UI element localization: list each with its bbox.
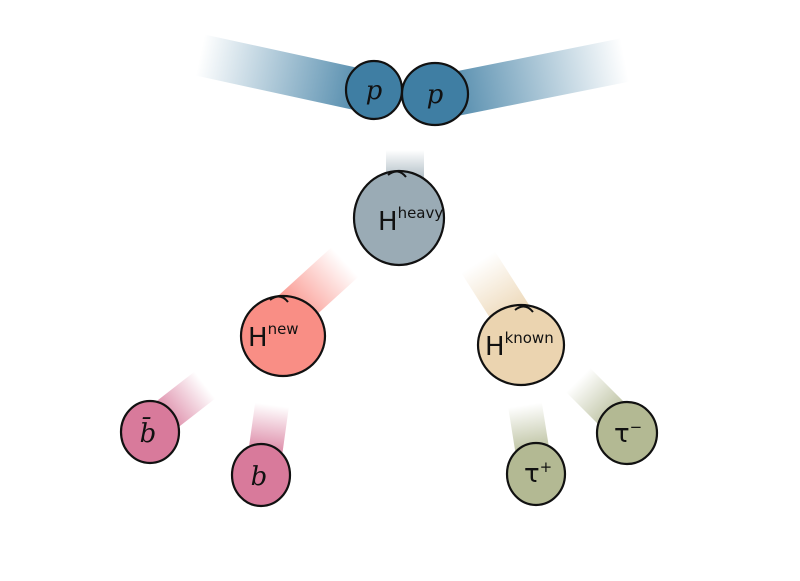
- h-new-sup: new: [268, 320, 299, 338]
- proton-right: p: [400, 61, 470, 127]
- trail-proton-left: [195, 34, 375, 113]
- proton-left: p: [344, 59, 404, 121]
- trails: [149, 34, 631, 458]
- svg-text:τ−: τ−: [614, 418, 642, 449]
- svg-text:Hnew: Hnew: [248, 320, 299, 353]
- proton-left-label: p: [366, 76, 383, 106]
- node-tau-plus: τ+: [505, 441, 567, 507]
- tau-plus-base: τ: [524, 459, 540, 489]
- tau-minus-sup: −: [630, 418, 643, 436]
- h-new-base: H: [248, 323, 268, 353]
- h-heavy-sup: heavy: [398, 204, 444, 222]
- tau-minus-base: τ: [614, 419, 630, 449]
- trail-proton-right: [435, 38, 630, 119]
- svg-text:Hheavy: Hheavy: [378, 204, 443, 237]
- node-b-bar: b̄: [119, 399, 181, 465]
- b-label: b: [251, 462, 268, 492]
- b-bar-label: b̄: [140, 416, 157, 449]
- h-known-sup: known: [505, 329, 554, 347]
- proton-right-label: p: [427, 80, 444, 110]
- h-known-base: H: [485, 332, 505, 362]
- node-h-known: Hknown: [476, 303, 566, 387]
- svg-text:τ+: τ+: [524, 458, 552, 489]
- node-tau-minus: τ−: [595, 400, 659, 466]
- node-h-heavy: Hheavy: [352, 169, 446, 267]
- node-b: b: [230, 442, 292, 508]
- tau-plus-sup: +: [540, 458, 553, 476]
- node-h-new: Hnew: [239, 294, 327, 378]
- h-heavy-base: H: [378, 207, 398, 237]
- svg-text:Hknown: Hknown: [485, 329, 554, 362]
